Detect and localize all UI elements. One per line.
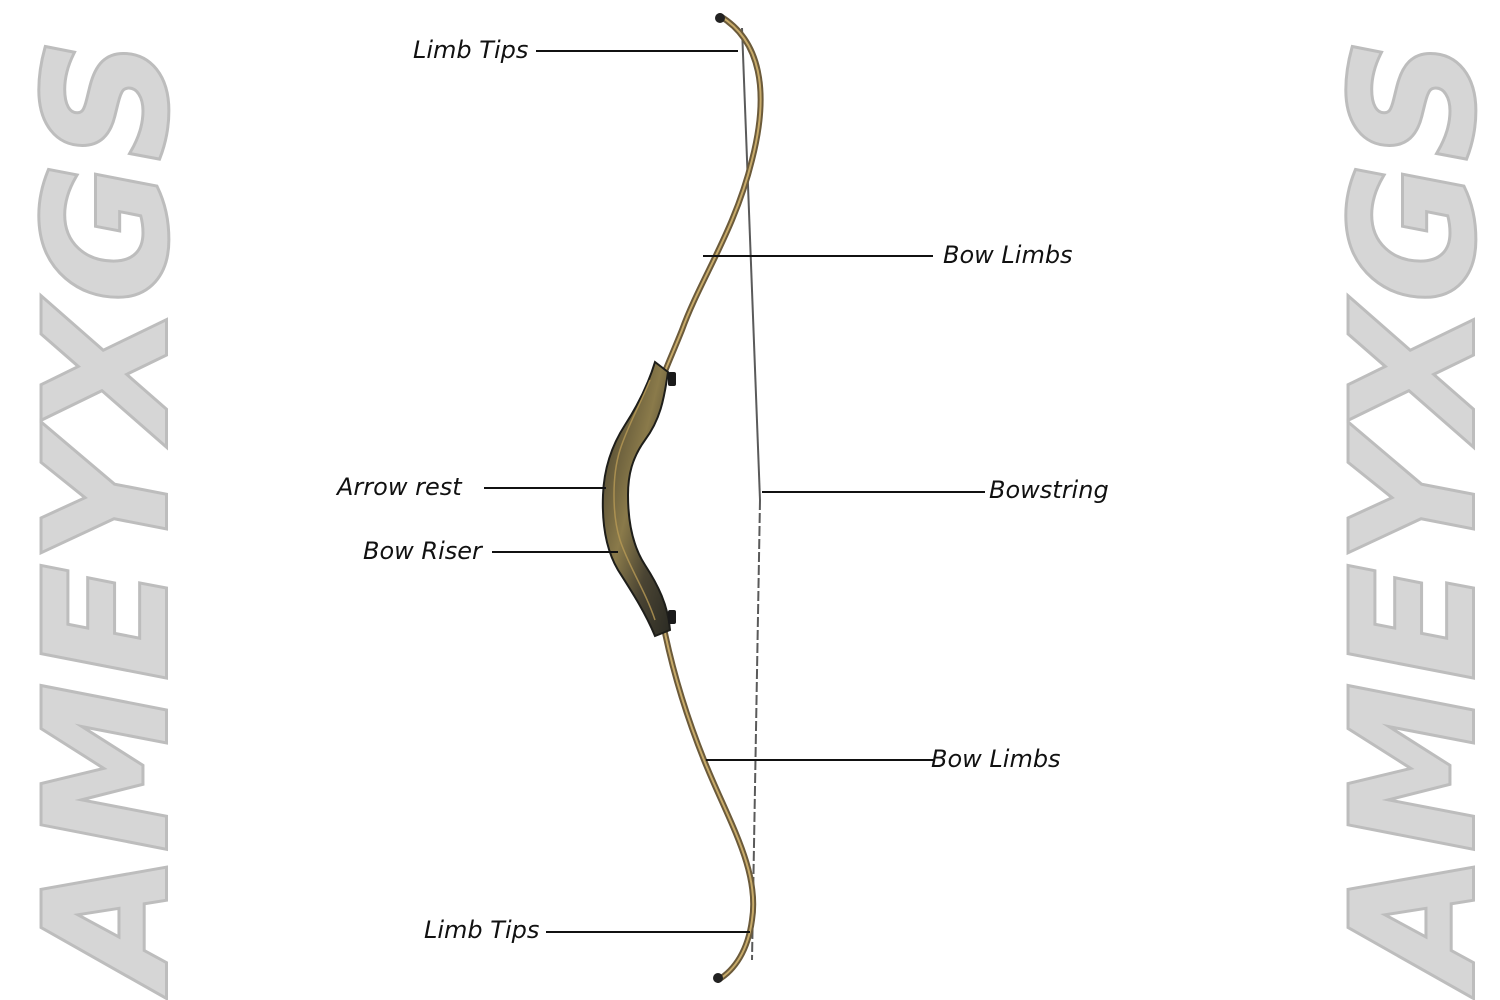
label-bowstring: Bowstring	[989, 476, 1109, 504]
label-arrow-rest: Arrow rest	[337, 473, 462, 501]
upper-limb-edge	[659, 15, 762, 386]
label-bow-limbs-top: Bow Limbs	[943, 241, 1073, 269]
upper-limb	[657, 13, 764, 388]
lower-limb	[659, 615, 757, 983]
watermark-right-text: AMEYXGS	[1316, 35, 1500, 996]
upper-limb-tip	[715, 13, 725, 23]
limb-bolt-bottom	[668, 610, 676, 624]
label-bow-limbs-bottom: Bow Limbs	[931, 745, 1061, 773]
bowstring-upper	[741, 27, 761, 501]
limb-bolt-top	[668, 372, 676, 386]
riser-grain	[613, 379, 656, 621]
bow-riser-shape	[601, 360, 672, 638]
watermark-left-text: AMEYXGS	[9, 35, 205, 996]
label-limb-tips-bottom: Limb Tips	[424, 916, 540, 944]
watermark-left: AMEYXGS	[6, 32, 208, 999]
label-bow-riser: Bow Riser	[363, 537, 482, 565]
label-limb-tips-top: Limb Tips	[413, 36, 529, 64]
lower-limb-tip	[713, 973, 723, 983]
lower-limb-edge	[661, 617, 755, 981]
watermark-right: AMEYXGS	[1313, 32, 1500, 999]
